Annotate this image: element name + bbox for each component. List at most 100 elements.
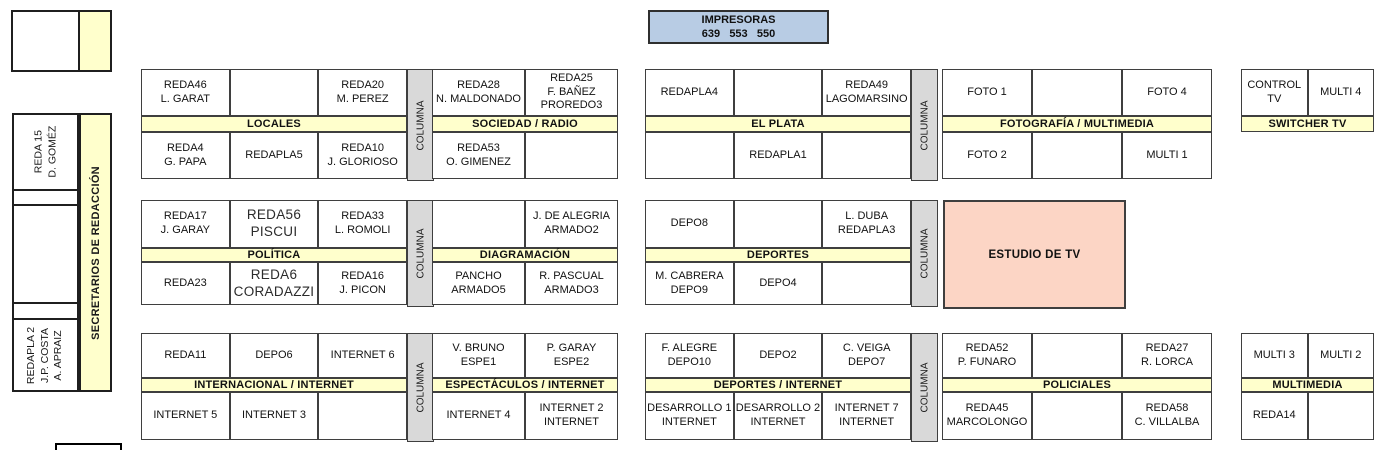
pillar-label: COLUMNA [919,99,931,151]
desk-cell: L. DUBA REDAPLA3 [822,200,911,248]
desk-cell: REDA25 F. BAÑEZ PROREDO3 [525,69,618,116]
desk-cell [525,132,618,179]
tv-studio-label: ESTUDIO DE TV [988,248,1081,261]
pillar-columna: COLUMNA [407,200,434,307]
desk-cell [1032,392,1122,440]
block-el-plata: REDAPLA4 REDA49 LAGOMARSINO EL PLATA RED… [645,69,911,179]
desk-cell: FOTO 4 [1122,69,1212,116]
desk-cell [318,392,407,440]
desk-cell [822,132,911,179]
desk-cell: M. CABRERA DEPO9 [645,262,734,305]
block-diagramacion: J. DE ALEGRIA ARMADO2 DIAGRAMACIÓN PANCH… [432,200,618,305]
desk-cell: REDA28 N. MALDONADO [432,69,525,116]
desk-cell: REDA10 J. GLORIOSO [318,132,407,179]
desk-cell: MULTI 1 [1122,132,1212,179]
desk-cell: INTERNET 6 [318,333,407,378]
pillar-label: COLUMNA [415,228,427,279]
section-header-sociedad-radio: SOCIEDAD / RADIO [432,116,618,132]
desk-cell: C. VEIGA DEPO7 [822,333,911,378]
pillar-label: COLUMNA [415,362,427,413]
desk-cell: REDA11 [141,333,230,378]
desk-cell: REDA4 G. PAPA [141,132,230,179]
pillar-label: COLUMNA [415,99,427,151]
desk-cell: REDA17 J. GARAY [141,200,230,248]
desk-cell: FOTO 2 [942,132,1032,179]
secretarios-bar: SECRETARIOS DE REDACCIÓN [79,113,112,392]
desk-cell: INTERNET 3 [229,392,319,440]
section-header-politica: POLÍTICA [141,248,407,262]
desk-cell: CONTROL TV [1241,69,1308,116]
block-politica: REDA17 J. GARAY REDA56 PISCUI REDA33 L. … [141,200,407,305]
section-header-diagramacion: DIAGRAMACIÓN [432,248,618,262]
desk-cell [432,200,525,248]
desk-cell: MULTI 3 [1241,333,1308,378]
desk-cell: REDA14 [1241,392,1308,440]
desk-cell: PANCHO ARMADO5 [432,262,525,305]
block-sociedad-radio: REDA28 N. MALDONADO REDA25 F. BAÑEZ PROR… [432,69,618,179]
section-header-el-plata: EL PLATA [645,116,911,132]
section-header-espectaculos: ESPECTÁCULOS / INTERNET [432,378,618,392]
desk-cell: REDA45 MARCOLONGO [942,392,1032,440]
desk-cell: R. PASCUAL ARMADO3 [525,262,618,305]
pillar-columna: COLUMNA [911,200,938,307]
desk-reda15: REDA 15 D. GOMÉZ [12,113,79,191]
desk-cell: DESARROLLO 1 INTERNET [645,392,734,440]
desk-cell: DEPO6 [229,333,319,378]
desk-cell: REDA6 CORADAZZI [229,262,319,305]
desk-cell [822,262,911,305]
desk-cell: REDA53 O. GIMENEZ [432,132,525,179]
desk-redapla2-label: REDAPLA 2 J.P. COSTA A. APRAIZ [25,326,65,384]
pillar-columna: COLUMNA [407,333,434,442]
desk-cell: REDA23 [141,262,230,305]
desk-cell: INTERNET 5 [141,392,230,440]
corner-box-white [11,10,80,72]
corner-box-yellow [78,10,112,72]
desk-cell: FOTO 1 [942,69,1032,116]
desk-cell: REDA49 LAGOMARSINO [822,69,911,116]
block-policiales: REDA52 P. FUNARO REDA27 R. LORCA POLICIA… [942,333,1212,440]
section-header-locales: LOCALES [141,116,407,132]
pillar-columna: COLUMNA [407,69,434,181]
block-multimedia: MULTI 3 MULTI 2 MULTIMEDIA REDA14 [1241,333,1374,440]
pillar-label: COLUMNA [919,228,931,279]
desk-redapla2: REDAPLA 2 J.P. COSTA A. APRAIZ [12,318,79,392]
section-header-internacional: INTERNACIONAL / INTERNET [141,378,407,392]
desk-cell: REDA46 L. GARAT [141,69,230,116]
desk-cell: REDA33 L. ROMOLI [318,200,407,248]
desk-cell: INTERNET 7 INTERNET [822,392,911,440]
desk-cell: REDA20 M. PEREZ [318,69,407,116]
desk-cell: MULTI 4 [1307,69,1374,116]
pillar-columna: COLUMNA [911,333,938,442]
block-fotografia-multimedia: FOTO 1 FOTO 4 FOTOGRAFÍA / MULTIMEDIA FO… [942,69,1212,179]
desk-cell: DEPO4 [733,262,823,305]
desk-cell: REDA27 R. LORCA [1122,333,1212,378]
desk-cell: INTERNET 2 INTERNET [525,392,618,440]
desk-cell: MULTI 2 [1307,333,1374,378]
block-locales: REDA46 L. GARAT REDA20 M. PEREZ LOCALES … [141,69,407,179]
desk-cell: REDA16 J. PICON [318,262,407,305]
pillar-label: COLUMNA [919,362,931,413]
printers-box: IMPRESORAS 639 553 550 [648,10,829,44]
pillar-columna: COLUMNA [911,69,938,181]
desk-cell: REDA56 PISCUI [229,200,319,248]
printers-numbers: 639 553 550 [701,28,776,40]
desk-cell: REDAPLA4 [645,69,734,116]
desk-cell: REDAPLA1 [733,132,823,179]
block-switcher-tv: CONTROL TV MULTI 4 SWITCHER TV [1241,69,1374,132]
section-header-fotografia: FOTOGRAFÍA / MULTIMEDIA [942,116,1212,132]
left-empty-box [12,204,79,304]
desk-cell: J. DE ALEGRIA ARMADO2 [525,200,618,248]
desk-cell: V. BRUNO ESPE1 [432,333,525,378]
desk-cell: DESARROLLO 2 INTERNET [733,392,823,440]
desk-cell [645,132,734,179]
desk-cell: DEPO8 [645,200,734,248]
desk-cell [1032,132,1122,179]
section-header-multimedia: MULTIMEDIA [1241,378,1374,392]
desk-cell [1307,392,1374,440]
section-header-deportes-internet: DEPORTES / INTERNET [645,378,911,392]
block-internacional-internet: REDA11 DEPO6 INTERNET 6 INTERNACIONAL / … [141,333,407,440]
desk-cell [1032,69,1122,116]
desk-cell: REDAPLA5 [229,132,319,179]
desk-cell: DEPO2 [733,333,823,378]
desk-cell: P. GARAY ESPE2 [525,333,618,378]
